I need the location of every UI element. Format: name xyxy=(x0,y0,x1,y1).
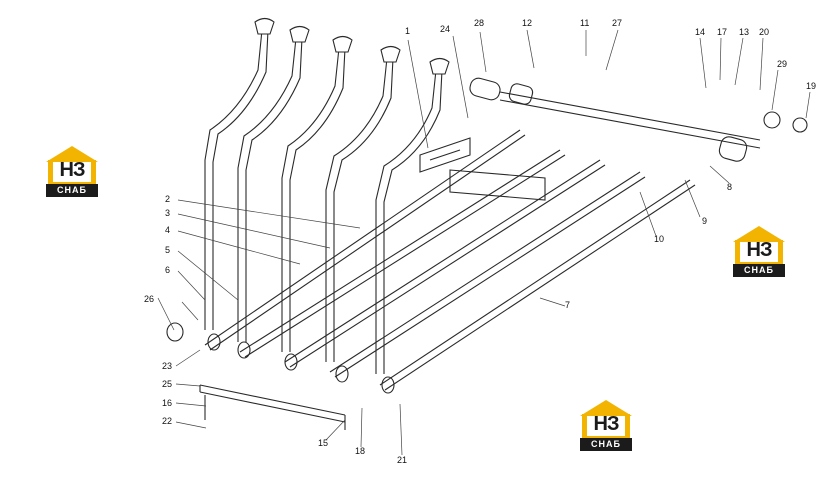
logo-band: СНАБ xyxy=(46,184,98,197)
logo-inner-shape xyxy=(53,162,91,182)
callout-27: 27 xyxy=(612,18,622,28)
callout-10: 10 xyxy=(654,234,664,244)
callout-1: 1 xyxy=(405,26,410,36)
logo-mark: НЗ xyxy=(593,413,620,435)
callout-25: 25 xyxy=(162,379,172,389)
callout-3: 3 xyxy=(165,208,170,218)
leader-lines xyxy=(157,29,811,456)
callout-20: 20 xyxy=(759,27,769,37)
bushings-left xyxy=(166,322,395,394)
logo-roof-shape xyxy=(580,400,632,416)
callout-29: 29 xyxy=(777,59,787,69)
callout-labels: 1 2 3 4 5 6 7 8 9 10 11 12 13 14 15 16 1… xyxy=(144,18,816,465)
callout-2: 2 xyxy=(165,194,170,204)
control-lever-5 xyxy=(375,57,450,374)
control-lever-1 xyxy=(204,17,275,330)
callout-23: 23 xyxy=(162,361,172,371)
callout-18: 18 xyxy=(355,446,365,456)
logo-inner-shape xyxy=(740,242,778,262)
callout-8: 8 xyxy=(727,182,732,192)
callout-12: 12 xyxy=(522,18,532,28)
control-lever-4 xyxy=(325,45,401,362)
shaft-assembly xyxy=(469,77,808,162)
callout-11: 11 xyxy=(580,18,589,28)
linework xyxy=(157,17,811,456)
callout-16: 16 xyxy=(162,398,172,408)
base-frame xyxy=(199,384,346,430)
mounting-bracket xyxy=(419,137,546,201)
callout-26: 26 xyxy=(144,294,154,304)
callout-17: 17 xyxy=(717,27,727,37)
logo-roof-shape xyxy=(46,146,98,162)
logo-mark: НЗ xyxy=(59,159,86,181)
nz-snab-logo: НЗ СНАБ xyxy=(731,226,787,278)
callout-4: 4 xyxy=(165,225,170,235)
logo-band: СНАБ xyxy=(733,264,785,277)
callout-6: 6 xyxy=(165,265,170,275)
callout-9: 9 xyxy=(702,216,707,226)
logo-inner-shape xyxy=(587,416,625,436)
callout-28: 28 xyxy=(474,18,484,28)
callout-15: 15 xyxy=(318,438,328,448)
logo-mark: НЗ xyxy=(746,239,773,261)
control-lever-3 xyxy=(281,35,353,352)
callout-22: 22 xyxy=(162,416,172,426)
logo-roof-shape xyxy=(733,226,785,242)
callout-19: 19 xyxy=(806,81,816,91)
callout-24: 24 xyxy=(440,24,450,34)
nz-snab-logo: НЗ СНАБ xyxy=(578,400,634,452)
callout-21: 21 xyxy=(397,455,407,465)
control-lever-2 xyxy=(237,25,310,342)
callout-5: 5 xyxy=(165,245,170,255)
callout-7: 7 xyxy=(565,300,570,310)
callout-13: 13 xyxy=(739,27,749,37)
nz-snab-logo: НЗ СНАБ xyxy=(44,146,100,198)
callout-14: 14 xyxy=(695,27,705,37)
logo-band: СНАБ xyxy=(580,438,632,451)
linkage-rods xyxy=(204,129,696,391)
